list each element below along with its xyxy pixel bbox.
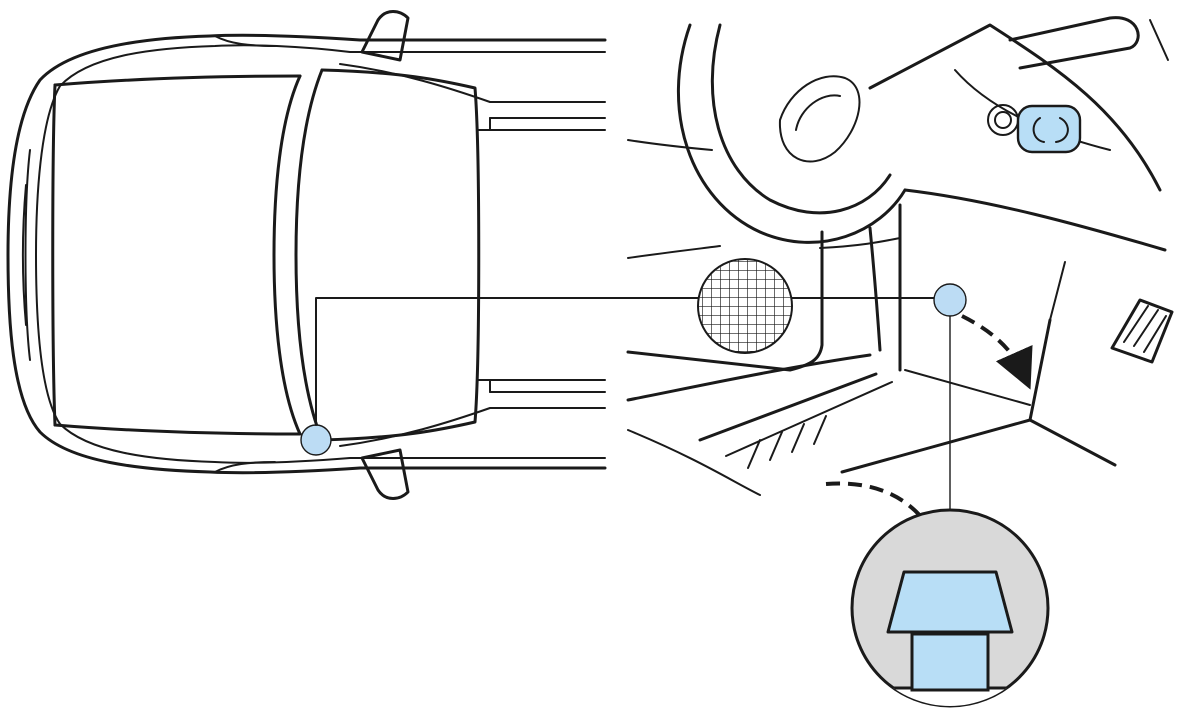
right-location-marker-icon — [933, 283, 967, 317]
dashboard-footwell-icon — [626, 16, 1174, 496]
diagnostic-connector-head — [886, 570, 1014, 634]
connector-detail-inset — [850, 508, 1050, 708]
vehicle-top-view-icon — [6, 10, 607, 500]
curved-dashed-arrow-icon — [825, 481, 951, 565]
leader-line — [315, 297, 937, 426]
curved-dashed-arrow-icon — [961, 314, 1033, 390]
diagnostic-connector-icon — [910, 632, 990, 692]
speaker-grille — [697, 258, 793, 354]
left-location-marker-icon — [300, 424, 332, 456]
